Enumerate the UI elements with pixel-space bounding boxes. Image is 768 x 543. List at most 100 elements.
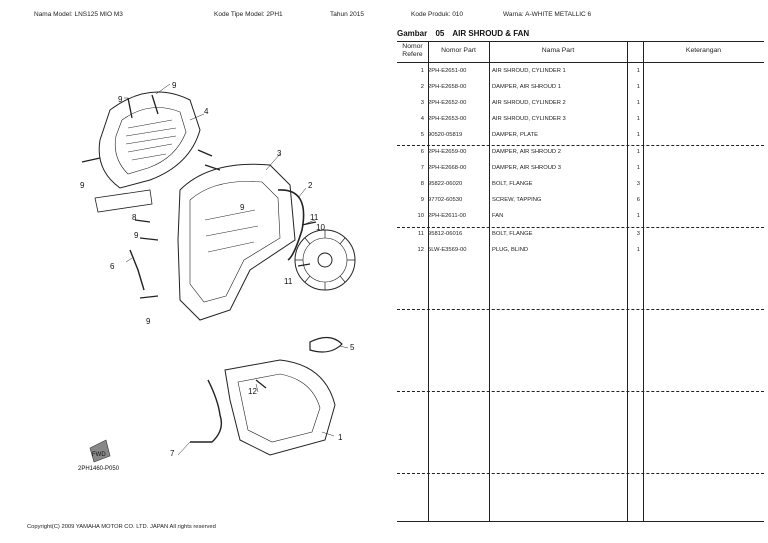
figure-title: Gambar 05 AIR SHROUD & FAN	[397, 29, 535, 38]
part-name: SCREW, TAPPING	[492, 197, 542, 203]
callout-9: 9	[240, 203, 245, 212]
group-divider	[397, 391, 764, 392]
figure-number: 05	[435, 29, 445, 38]
part-name: DAMPER, PLATE	[492, 132, 538, 138]
part-name: DAMPER, AIR SHROUD 1	[492, 84, 561, 90]
part-qty: 1	[636, 84, 640, 90]
ref-number: 6	[420, 149, 424, 155]
color-name: Warna: A-WHITE METALLIC 6	[503, 11, 592, 18]
column-header-ref: Nomor Refere	[402, 43, 423, 58]
ref-number: 8	[420, 181, 424, 187]
group-divider	[397, 145, 764, 146]
column-divider	[627, 41, 628, 522]
part-name: FAN	[492, 213, 504, 219]
leader-lines	[124, 83, 349, 456]
damper-air-shroud-1-drawing	[277, 189, 305, 261]
ref-number: 1	[420, 68, 424, 74]
air-shroud-cylinder-2-drawing	[224, 359, 336, 456]
part-number: 2PH-E2659-00	[428, 149, 467, 155]
figure-name: AIR SHROUD & FAN	[452, 29, 530, 38]
table-row: 7 2PH-E2668-00 DAMPER, AIR SHROUD 3 1	[397, 165, 764, 181]
figure-code: 2PH1460-P050	[78, 466, 120, 472]
column-header-name: Nama Part	[541, 47, 575, 54]
part-name: BOLT, FLANGE	[492, 181, 533, 187]
table-row: 4 2PH-E2653-00 AIR SHROUD, CYLINDER 3 1	[397, 116, 764, 132]
type-code: Kode Tipe Model: 2PH1	[214, 11, 283, 18]
callout-6: 6	[110, 262, 115, 271]
table-row: 8 95822-06020 BOLT, FLANGE 3	[397, 181, 764, 197]
group-divider	[397, 309, 764, 310]
ref-number: 10	[417, 213, 424, 219]
part-name: DAMPER, AIR SHROUD 3	[492, 165, 561, 171]
part-qty: 1	[636, 165, 640, 171]
part-qty: 3	[636, 231, 640, 237]
damper-air-shroud-2-drawing	[129, 249, 145, 291]
callout-11: 11	[310, 213, 319, 222]
ref-number: 9	[420, 197, 424, 203]
callout-5: 5	[350, 343, 355, 352]
ref-number: 3	[420, 100, 424, 106]
part-qty: 3	[636, 181, 640, 187]
table-row: 3 2PH-E2652-00 AIR SHROUD, CYLINDER 2 1	[397, 100, 764, 116]
column-header-remarks: Keterangan	[685, 47, 722, 54]
part-qty: 1	[636, 213, 640, 219]
year: Tahun 2015	[330, 11, 364, 18]
part-name: PLUG, BLIND	[492, 247, 529, 253]
ref-number: 2	[420, 84, 424, 90]
part-name: AIR SHROUD, CYLINDER 3	[492, 116, 566, 122]
table-row: 12 5LW-E3569-00 PLUG, BLIND 1	[397, 247, 764, 263]
callout-1: 1	[338, 433, 343, 442]
ref-number: 4	[420, 116, 424, 122]
table-row: 10 2PH-E2611-00 FAN 1	[397, 213, 764, 229]
callout-11: 11	[284, 277, 293, 286]
part-number: 2PH-E2668-00	[428, 165, 467, 171]
callout-9: 9	[146, 317, 151, 326]
fan-drawing	[294, 229, 356, 291]
ref-number: 12	[417, 247, 424, 253]
copyright-notice: Copyright(C) 2009 YAMAHA MOTOR CO. LTD. …	[27, 524, 216, 530]
product-code: Kode Produk: 010	[411, 11, 464, 18]
fasteners-drawing	[81, 94, 317, 389]
callout-9: 9	[172, 81, 177, 90]
part-qty: 1	[636, 100, 640, 106]
part-qty: 1	[636, 132, 640, 138]
figure-label: Gambar	[397, 29, 428, 38]
callout-4: 4	[204, 107, 209, 116]
column-divider	[643, 41, 644, 522]
callout-3: 3	[277, 149, 282, 158]
part-number: 2PH-E2653-00	[428, 116, 467, 122]
group-divider	[397, 473, 764, 474]
table-row: 9 97702-60530 SCREW, TAPPING 6	[397, 197, 764, 213]
part-number: 5LW-E3569-00	[428, 247, 467, 253]
part-number: 2PH-E2651-00	[428, 68, 467, 74]
part-number: 97702-60530	[428, 197, 463, 203]
callout-9: 9	[134, 231, 139, 240]
part-name: DAMPER, AIR SHROUD 2	[492, 149, 561, 155]
part-number: 95812-06016	[428, 231, 463, 237]
air-shroud-cylinder-1-drawing	[177, 163, 296, 321]
ref-number: 7	[420, 165, 424, 171]
callout-7: 7	[170, 449, 175, 458]
model-name: Nama Model: LNS125 MIO M3	[34, 11, 123, 18]
part-number: 2PH-E2658-00	[428, 84, 467, 90]
table-row: 5 90520-05819 DAMPER, PLATE 1	[397, 132, 764, 148]
callout-10: 10	[316, 223, 325, 232]
part-qty: 1	[636, 116, 640, 122]
column-header-part: Nomor Part	[441, 47, 476, 54]
table-row: 11 95812-06016 BOLT, FLANGE 3	[397, 231, 764, 247]
part-number: 95822-06020	[428, 181, 463, 187]
part-name: BOLT, FLANGE	[492, 231, 533, 237]
table-row: 2 2PH-E2658-00 DAMPER, AIR SHROUD 1 1	[397, 84, 764, 100]
damper-plate-drawing	[309, 336, 343, 353]
table-top-border	[397, 41, 764, 42]
parts-table: Nomor Refere Nomor Part Nama Part Ketera…	[397, 41, 764, 522]
table-bottom-border	[397, 521, 764, 522]
damper-air-shroud-3-drawing	[190, 379, 223, 443]
callout-9: 9	[80, 181, 85, 190]
group-divider	[397, 227, 764, 228]
part-qty: 6	[636, 197, 640, 203]
callout-9: 9	[118, 95, 123, 104]
part-number: 2PH-E2652-00	[428, 100, 467, 106]
callout-12: 12	[248, 387, 257, 396]
callout-2: 2	[308, 181, 313, 190]
